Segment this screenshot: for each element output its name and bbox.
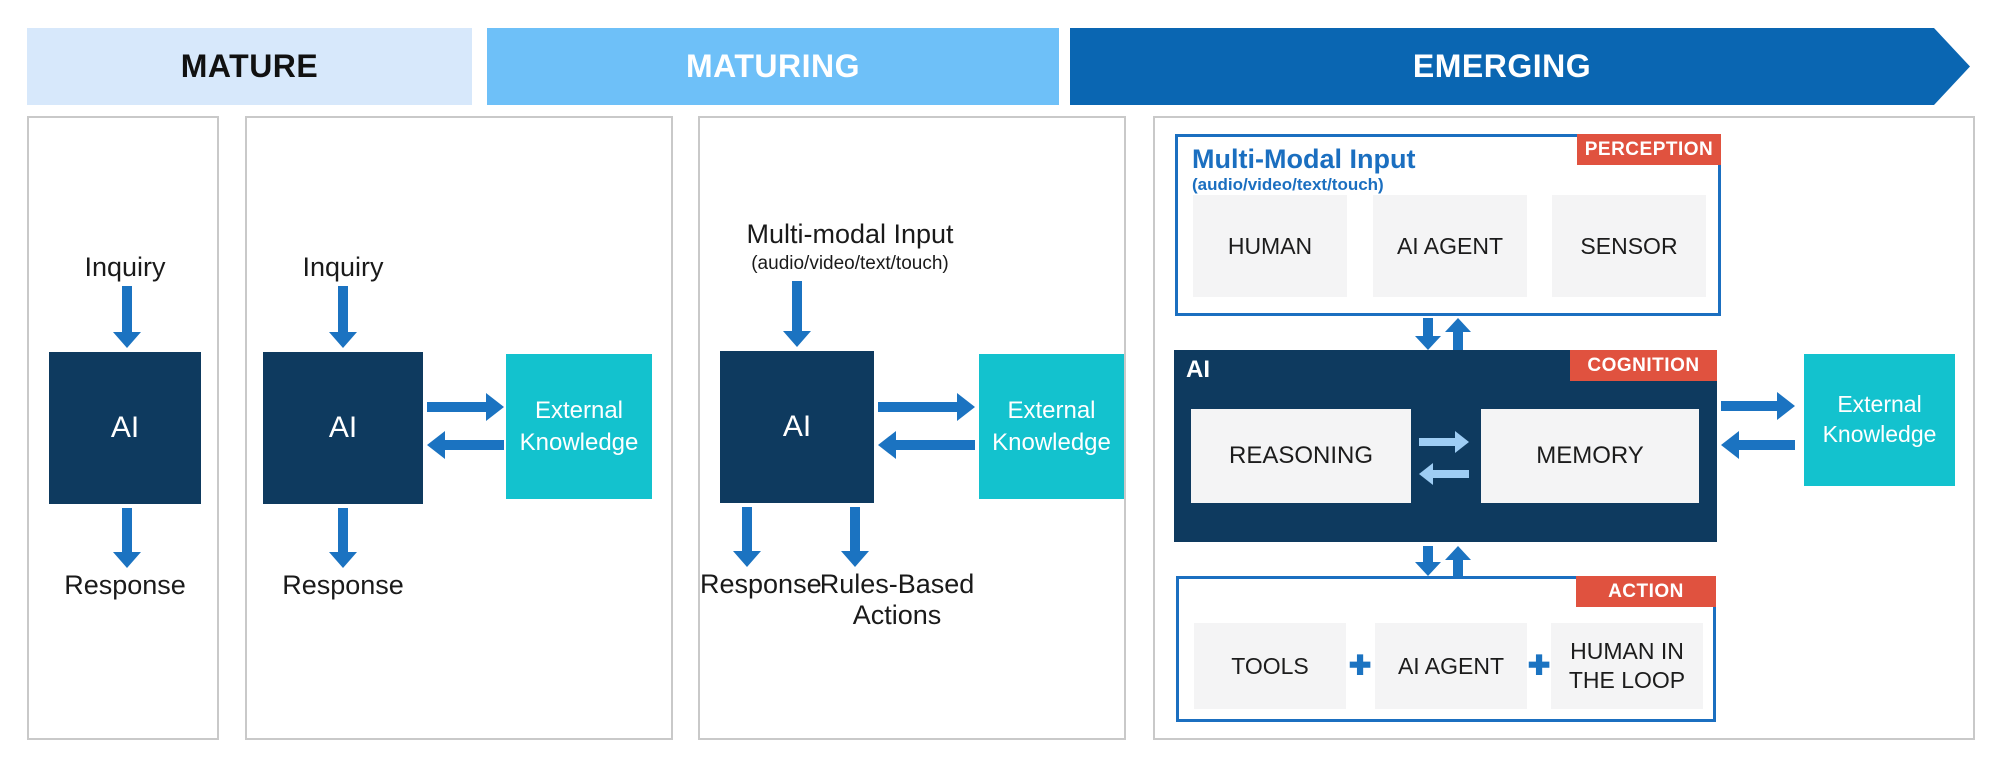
external-knowledge-box: External Knowledge xyxy=(1804,354,1955,486)
arrow-reasoning-to-memory xyxy=(1419,431,1469,453)
memory-item: MEMORY xyxy=(1481,409,1699,503)
external-knowledge-label: External Knowledge xyxy=(992,397,1111,456)
band-emerging-label: EMERGING xyxy=(1412,48,1592,84)
external-knowledge-label: External Knowledge xyxy=(1822,391,1937,447)
sensor-item: SENSOR xyxy=(1552,195,1706,297)
action-badge: ACTION xyxy=(1576,576,1716,607)
multimodal-input-label: Multi-modal Input xyxy=(746,219,954,249)
inquiry-label: Inquiry xyxy=(302,252,384,282)
multimodal-input-title: Multi-Modal Input xyxy=(1192,144,1416,174)
external-knowledge-box: External Knowledge xyxy=(979,354,1124,499)
inquiry-label: Inquiry xyxy=(84,252,166,282)
arrow-ai-to-actions xyxy=(841,507,869,567)
perception-badge: PERCEPTION xyxy=(1577,134,1721,165)
action-section: ACTION TOOLS ✚ AI AGENT ✚ HUMAN IN THE L… xyxy=(1176,576,1716,722)
perception-section: Multi-Modal Input (audio/video/text/touc… xyxy=(1175,134,1721,316)
external-knowledge-box: External Knowledge xyxy=(506,354,652,499)
rules-based-actions-label: Rules-Based Actions xyxy=(819,569,975,631)
arrow-inquiry-to-ai xyxy=(329,286,357,348)
response-label: Response xyxy=(282,570,404,600)
arrow-memory-to-reasoning xyxy=(1419,463,1469,485)
panel-mature-external-knowledge: Inquiry AI External Knowledge Response xyxy=(245,116,673,740)
arrow-external-to-ai xyxy=(878,431,975,459)
perception-title-block: Multi-Modal Input (audio/video/text/touc… xyxy=(1192,143,1415,196)
response-label: Response xyxy=(64,570,186,600)
ai-box: AI xyxy=(263,352,423,504)
ai-label: AI xyxy=(110,411,140,444)
plus-icon: ✚ xyxy=(1348,650,1372,681)
cognition-badge: COGNITION xyxy=(1570,350,1717,381)
external-knowledge-label: External Knowledge xyxy=(519,397,639,456)
reasoning-item: REASONING xyxy=(1191,409,1411,503)
arrow-cognition-to-action xyxy=(1415,546,1441,576)
arrow-input-to-ai xyxy=(783,281,811,347)
tools-item: TOOLS xyxy=(1194,623,1346,709)
ai-box: AI xyxy=(49,352,201,504)
band-mature-label: MATURE xyxy=(180,48,319,84)
multimodal-input-subtitle: (audio/video/text/touch) xyxy=(1192,175,1384,195)
panel-maturing-multimodal: Multi-modal Input (audio/video/text/touc… xyxy=(698,116,1126,740)
arrow-ai-to-response xyxy=(113,508,141,568)
human-item: HUMAN xyxy=(1193,195,1347,297)
arrow-cognition-to-perception xyxy=(1445,318,1471,350)
panel-emerging-agentic: Multi-Modal Input (audio/video/text/touc… xyxy=(1153,116,1975,740)
panel-mature-basic: Inquiry AI Response xyxy=(27,116,219,740)
arrow-perception-to-cognition xyxy=(1415,318,1441,350)
band-maturing-label: MATURING xyxy=(685,48,861,84)
plus-icon: ✚ xyxy=(1527,650,1551,681)
cognition-ai-label: AI xyxy=(1186,356,1210,383)
arrow-ai-to-external xyxy=(878,393,975,421)
arrow-external-to-cognition xyxy=(1721,431,1795,459)
multimodal-input-sublabel: (audio/video/text/touch) xyxy=(751,253,949,274)
arrow-ai-to-response xyxy=(733,507,761,567)
ai-agent-item: AI AGENT xyxy=(1375,623,1527,709)
band-emerging: EMERGING xyxy=(1070,28,1970,105)
band-mature: MATURE xyxy=(27,28,472,105)
cognition-section: AI COGNITION REASONING MEMORY xyxy=(1174,350,1717,542)
ai-label: AI xyxy=(328,411,358,444)
band-maturing: MATURING xyxy=(487,28,1059,105)
arrow-action-to-cognition xyxy=(1445,546,1471,576)
response-label: Response xyxy=(700,569,822,599)
arrow-cognition-to-external xyxy=(1721,392,1795,420)
arrow-ai-to-response xyxy=(329,508,357,568)
arrow-ai-to-external xyxy=(427,393,504,421)
ai-box: AI xyxy=(720,351,874,503)
arrow-external-to-ai xyxy=(427,431,504,459)
ai-agent-item: AI AGENT xyxy=(1373,195,1527,297)
human-in-the-loop-item: HUMAN IN THE LOOP xyxy=(1551,623,1703,709)
arrow-inquiry-to-ai xyxy=(113,286,141,348)
ai-label: AI xyxy=(782,410,812,443)
